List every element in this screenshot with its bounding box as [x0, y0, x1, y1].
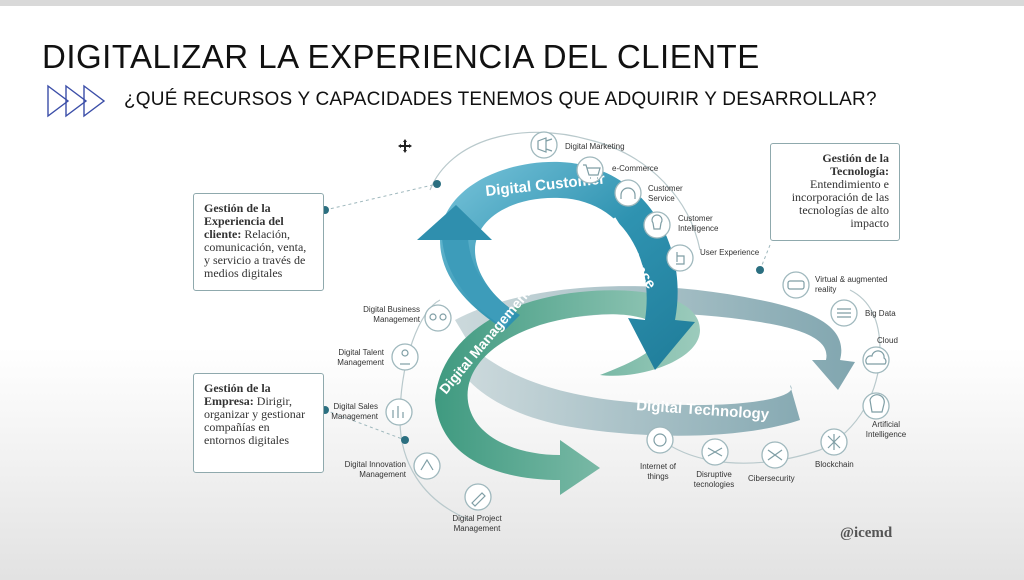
bar-chart-icon — [385, 398, 413, 426]
connector-dot — [756, 266, 764, 274]
label-digital-sales-management: Digital Sales Management — [331, 402, 378, 421]
move-cursor-icon — [398, 139, 412, 153]
label-cloud: Cloud — [877, 336, 898, 345]
vr-headset-icon — [782, 271, 810, 299]
label-customer-service: Customer Service — [648, 184, 683, 203]
label-disruptive-tecnologies: Disruptive tecnologies — [693, 470, 735, 489]
label-digital-project-management: Digital Project Management — [452, 514, 502, 533]
slide-title: DIGITALIZAR LA EXPERIENCIA DEL CLIENTE — [42, 38, 760, 75]
innovation-icon — [413, 452, 441, 480]
label-blockchain: Blockchain — [815, 460, 854, 469]
box-gestion-tecnologia: Gestión de la Tecnología: Entendimiento … — [770, 143, 900, 241]
box-gestion-empresa: Gestión de la Empresa: Dirigir, organiza… — [193, 373, 324, 473]
management-loop — [435, 290, 700, 495]
connector-dot — [433, 180, 441, 188]
label-digital-business-management: Digital Business Management — [363, 305, 420, 324]
label-e-commerce: e-Commerce — [612, 164, 659, 173]
headset-icon — [614, 179, 642, 207]
ai-head-icon — [862, 392, 890, 420]
label-cibersecurity: Cibersecurity — [748, 474, 795, 483]
label-big-data: Big Data — [865, 309, 896, 318]
connector-dot — [401, 436, 409, 444]
cart-icon — [576, 156, 604, 184]
hand-touch-icon — [666, 244, 694, 272]
label-digital-talent-management: Digital Talent Management — [337, 348, 384, 367]
slide-subtitle: ¿QUÉ RECURSOS Y CAPACIDADES TENEMOS QUE … — [124, 89, 877, 110]
label-digital-innovation-management: Digital Innovation Management — [344, 460, 406, 479]
label-artificial-intelligence: Artificial Intelligence — [865, 420, 907, 439]
people-icon — [424, 304, 452, 332]
label-digital-marketing: Digital Marketing — [565, 142, 625, 151]
top-bar — [0, 0, 1024, 6]
person-icon — [391, 343, 419, 371]
megaphone-icon — [530, 131, 558, 159]
lightbulb-icon — [643, 211, 671, 239]
triple-chevron-icon — [47, 84, 106, 118]
label-customer-intelligence: Customer Intelligence — [678, 214, 719, 233]
icemd-logo: @icemd — [840, 525, 893, 541]
label-internet-of-things: Internet of things — [639, 462, 677, 481]
globe-network-icon — [646, 426, 674, 454]
box-experiencia-cliente: Gestión de la Experiencia del cliente: R… — [193, 193, 324, 291]
label-user-experience: User Experience — [700, 248, 760, 257]
label-vr-ar: Virtual & augmented reality — [815, 275, 888, 294]
